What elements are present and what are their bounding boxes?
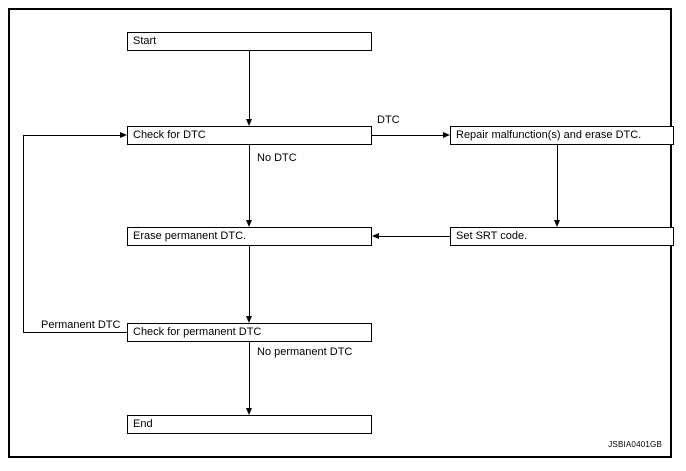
figure-frame: Start Check for DTC Repair malfunction(s… xyxy=(8,8,674,458)
node-start[interactable]: Start xyxy=(127,32,372,51)
edge-erase-to-check-permanent-arrow xyxy=(245,316,252,323)
edge-label-no-permanent-dtc: No permanent DTC xyxy=(257,346,353,358)
edge-check-dtc-to-erase-arrow xyxy=(245,220,252,227)
edge-check-permanent-to-end-arrow xyxy=(245,408,252,415)
node-check-for-permanent-dtc-label: Check for permanent DTC xyxy=(133,326,262,338)
node-start-label: Start xyxy=(133,35,157,47)
node-check-for-permanent-dtc[interactable]: Check for permanent DTC xyxy=(127,323,372,342)
node-repair-malfunctions-label: Repair malfunction(s) and erase DTC. xyxy=(456,129,642,141)
node-set-srt-code[interactable]: Set SRT code. xyxy=(450,227,674,246)
edge-set-srt-to-erase-arrow xyxy=(372,232,379,239)
node-check-for-dtc-label: Check for DTC xyxy=(133,129,206,141)
edge-erase-to-check-permanent-line xyxy=(249,246,250,316)
edge-label-no-dtc: No DTC xyxy=(257,152,297,164)
edge-label-permanent-dtc: Permanent DTC xyxy=(41,319,121,331)
edge-permanent-dtc-loop-top xyxy=(23,135,120,136)
figure-id-watermark: JSBIA0401GB xyxy=(608,440,662,449)
node-check-for-dtc[interactable]: Check for DTC xyxy=(127,126,372,145)
edge-check-permanent-to-end-line xyxy=(249,342,250,408)
edge-repair-to-set-srt-arrow xyxy=(553,220,560,227)
edge-permanent-dtc-loop-left xyxy=(23,135,24,332)
edge-repair-to-set-srt-line xyxy=(557,145,558,220)
node-repair-malfunctions[interactable]: Repair malfunction(s) and erase DTC. xyxy=(450,126,674,145)
edge-check-dtc-to-repair-line xyxy=(372,135,443,136)
edge-check-dtc-to-erase-line xyxy=(249,145,250,220)
edge-check-dtc-to-repair-arrow xyxy=(443,131,450,138)
node-set-srt-code-label: Set SRT code. xyxy=(456,230,528,242)
edge-start-to-check-dtc-line xyxy=(249,51,250,119)
edge-permanent-dtc-loop-arrow xyxy=(120,131,127,138)
edge-set-srt-to-erase-line xyxy=(379,236,450,237)
edge-start-to-check-dtc-arrow xyxy=(245,119,252,126)
node-erase-permanent-dtc-label: Erase permanent DTC. xyxy=(133,230,247,242)
node-erase-permanent-dtc[interactable]: Erase permanent DTC. xyxy=(127,227,372,246)
node-end[interactable]: End xyxy=(127,415,372,434)
edge-label-dtc: DTC xyxy=(377,114,400,126)
edge-permanent-dtc-loop-bottom xyxy=(23,332,127,333)
node-end-label: End xyxy=(133,418,153,430)
